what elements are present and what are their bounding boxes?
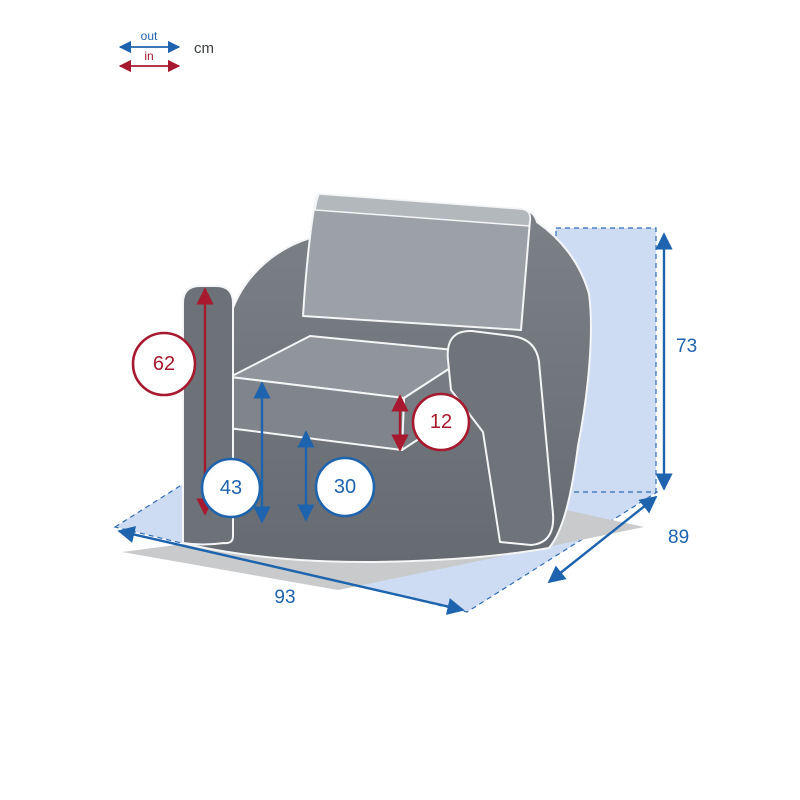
seat-height-badge-value: 43	[220, 477, 242, 499]
legend-out-label: out	[141, 29, 158, 43]
outer-dimension-annotations: 73 89 93	[117, 232, 697, 615]
legend-unit-label: cm	[194, 40, 214, 57]
back-cushion-top-face	[314, 193, 531, 227]
legend-in-label: in	[144, 49, 153, 63]
under-seat-height-badge: 30	[314, 456, 376, 518]
under-seat-height-badge-circle	[314, 456, 376, 518]
under-seat-height-badge-value: 30	[334, 476, 356, 498]
back-height-badge-value: 62	[153, 353, 175, 375]
legend: out in cm	[118, 29, 214, 73]
back-height-badge-circle	[131, 331, 197, 397]
back-height-badge: 62	[131, 331, 197, 397]
cushion-thickness-badge: 12	[411, 392, 471, 452]
total-width-value: 93	[274, 587, 295, 608]
right-armrest	[446, 329, 555, 546]
seat-height-badge-circle	[200, 457, 262, 519]
cushion-thickness-badge-value: 12	[430, 411, 452, 433]
seat-height-badge: 43	[200, 457, 262, 519]
total-depth-arrow	[547, 495, 658, 584]
measurement-badges: 62 43 30 12	[131, 331, 471, 519]
total-width-arrow	[117, 526, 465, 615]
armchair-illustration	[182, 193, 592, 563]
total-height-value: 73	[676, 336, 697, 357]
cushion-thickness-badge-circle	[411, 392, 471, 452]
total-depth-value: 89	[668, 527, 689, 548]
